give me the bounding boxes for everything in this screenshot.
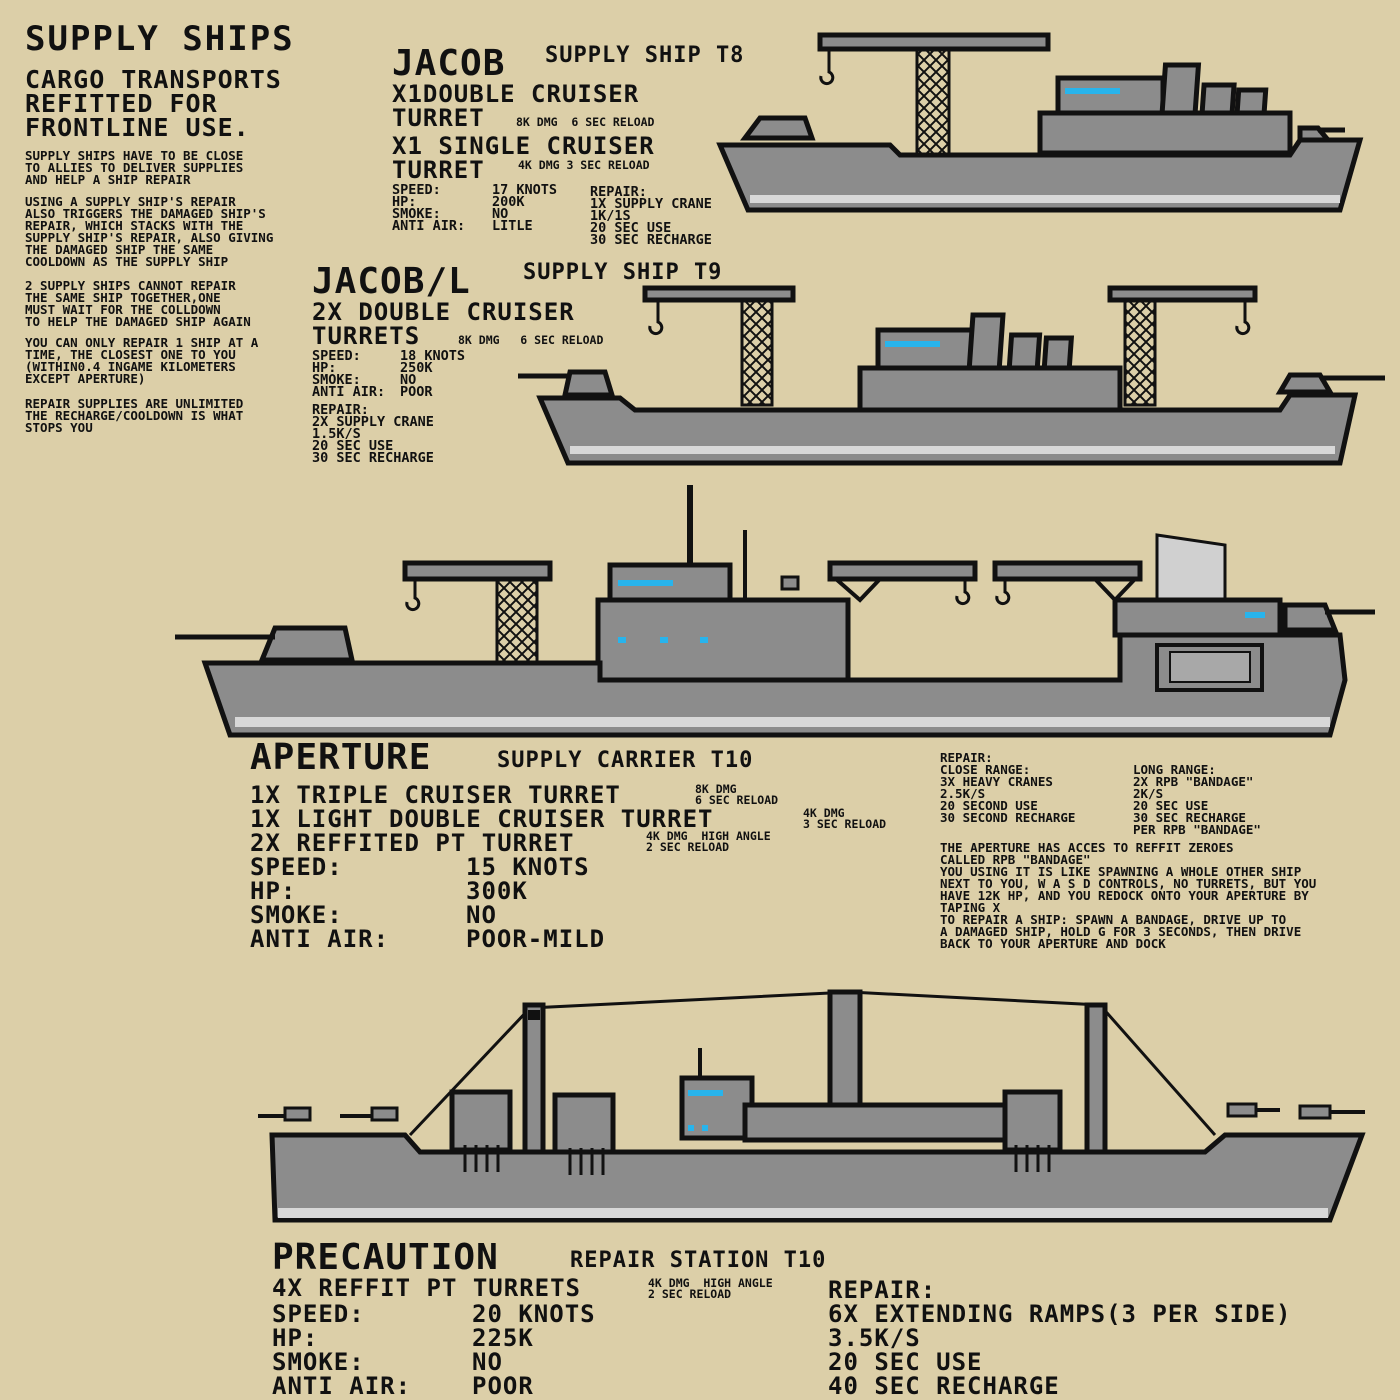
jacob-weapon-2-stats: 4K DMG 3 SEC RELOAD	[518, 158, 650, 172]
jacob-stat-labels: SPEED: HP: SMOKE: ANTI AIR:	[392, 182, 466, 234]
jacob-weapon-2b: TURRET	[392, 156, 485, 184]
precaution-weapon-1: 4X REFFIT PT TURRETS	[272, 1274, 581, 1302]
jacobl-weapon-1b: TURRETS	[312, 322, 421, 350]
jacob-stat-values: 17 KNOTS 200K NO LITLE	[492, 182, 558, 234]
jacobl-weapon-1-stats: 8K DMG 6 SEC RELOAD	[458, 333, 604, 347]
precaution-weapon-1-stats: 4K DMG HIGH ANGLE 2 SEC RELOAD	[648, 1276, 773, 1301]
jacob-name: JACOB	[392, 43, 506, 84]
aperture-weapon-3: 2X REFFITED PT TURRET	[250, 829, 575, 857]
jacobl-weapon-1: 2X DOUBLE CRUISER	[312, 298, 575, 326]
jacob-weapon-1-stats: 8K DMG 6 SEC RELOAD	[516, 115, 655, 129]
jacobl-name: JACOB/L	[312, 261, 471, 302]
precaution-ship-drawing	[258, 989, 1366, 1223]
aperture-weapon-3-stats: 4K DMG HIGH ANGLE 2 SEC RELOAD	[646, 829, 771, 854]
page-title: SUPPLY SHIPS	[25, 19, 295, 59]
jacob-weapon-1: X1DOUBLE CRUISER	[392, 80, 640, 108]
jacob-repair: REPAIR: 1X SUPPLY CRANE 1K/1S 20 SEC USE…	[590, 184, 712, 248]
jacobl-stat-values: 18 KNOTS 250K NO POOR	[400, 348, 466, 400]
note-1: SUPPLY SHIPS HAVE TO BE CLOSE TO ALLIES …	[25, 148, 244, 187]
aperture-stat-values: 15 KNOTS 300K NO POOR-MILD	[466, 853, 606, 953]
aperture-ship-drawing	[175, 485, 1375, 738]
aperture-repair-close: REPAIR: CLOSE RANGE: 3X HEAVY CRANES 2.5…	[940, 750, 1076, 825]
jacobl-stat-labels: SPEED: HP: SMOKE: ANTI AIR:	[312, 348, 386, 400]
jacob-ship-drawing	[716, 32, 1364, 213]
jacobl-ship-drawing	[518, 285, 1385, 466]
aperture-stat-labels: SPEED: HP: SMOKE: ANTI AIR:	[250, 853, 390, 953]
precaution-stat-labels: SPEED: HP: SMOKE: ANTI AIR:	[272, 1300, 412, 1400]
aperture-repair-long: LONG RANGE: 2X RPB "BANDAGE" 2K/S 20 SEC…	[1133, 762, 1261, 837]
aperture-weapon-2-stats: 4K DMG 3 SEC RELOAD	[803, 806, 887, 831]
aperture-weapon-1-stats: 8K DMG 6 SEC RELOAD	[695, 782, 779, 807]
note-3: 2 SUPPLY SHIPS CANNOT REPAIR THE SAME SH…	[25, 278, 251, 329]
jacob-weapon-2: X1 SINGLE CRUISER	[392, 132, 655, 160]
jacob-weapon-1b: TURRET	[392, 104, 485, 132]
jacob-class: SUPPLY SHIP T8	[545, 43, 745, 68]
aperture-bandage-notes: THE APERTURE HAS ACCES TO REFFIT ZEROES …	[940, 840, 1317, 951]
aperture-name: APERTURE	[250, 737, 432, 778]
aperture-weapon-1: 1X TRIPLE CRUISER TURRET	[250, 781, 621, 809]
precaution-stat-values: 20 KNOTS 225K NO POOR	[472, 1300, 596, 1400]
precaution-class: REPAIR STATION T10	[570, 1248, 827, 1273]
precaution-repair: REPAIR: 6X EXTENDING RAMPS(3 PER SIDE) 3…	[828, 1276, 1292, 1400]
page-subtitle: CARGO TRANSPORTS REFITTED FOR FRONTLINE …	[25, 65, 282, 142]
precaution-name: PRECAUTION	[272, 1237, 499, 1278]
jacobl-class: SUPPLY SHIP T9	[523, 260, 723, 285]
note-2: USING A SUPPLY SHIP'S REPAIR ALSO TRIGGE…	[25, 194, 274, 269]
note-4: YOU CAN ONLY REPAIR 1 SHIP AT A TIME, TH…	[25, 335, 259, 386]
aperture-weapon-2: 1X LIGHT DOUBLE CRUISER TURRET	[250, 805, 714, 833]
jacobl-repair: REPAIR: 2X SUPPLY CRANE 1.5K/S 20 SEC US…	[312, 402, 434, 466]
note-5: REPAIR SUPPLIES ARE UNLIMITED THE RECHAR…	[25, 396, 244, 435]
aperture-class: SUPPLY CARRIER T10	[497, 748, 754, 773]
